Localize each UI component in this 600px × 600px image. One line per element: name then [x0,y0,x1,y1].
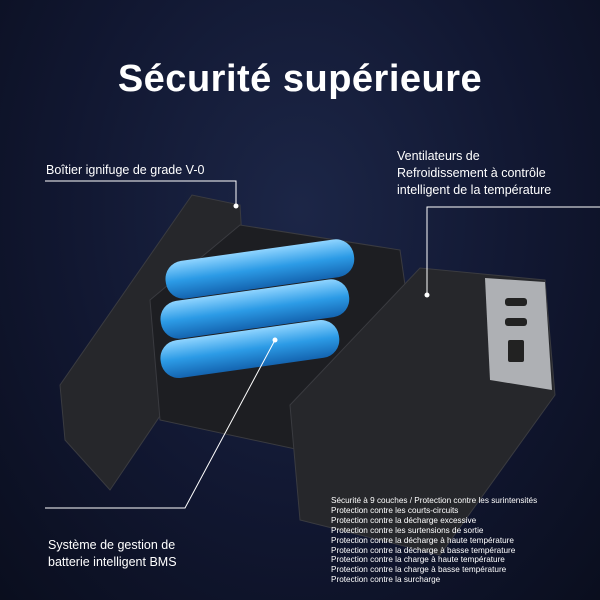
usb-a-port [508,340,524,362]
feature-item: Protection contre la charge à basse temp… [331,565,507,575]
feature-item: Protection contre les courts-circuits [331,505,459,515]
case-label: Boîtier ignifuge de grade V-0 [46,163,205,177]
leader-line [45,339,276,509]
feature-list: Sécurité à 9 couches / Protection contre… [331,496,537,585]
usb-c-port [505,298,527,306]
feature-item: Protection contre la décharge à basse te… [331,545,516,555]
feature-item: Sécurité à 9 couches / Protection contre… [331,496,538,505]
battery-cells [160,239,355,379]
fans-label-line: Refroidissement à contrôle [397,166,546,180]
feature-item: Protection contre la décharge excessive [331,515,477,525]
bms-label: Système de gestion de batterie intellige… [48,537,177,571]
feature-item: Protection contre les surtensions de sor… [331,525,484,535]
port-panel [485,278,552,390]
page-title: Sécurité supérieure [117,58,483,100]
bms-label-line: Système de gestion de [48,538,176,552]
feature-item: Protection contre la charge à haute temp… [331,555,505,565]
leader-line [426,206,600,295]
fans-label-line: Ventilateurs de [397,149,480,163]
feature-item: Protection contre la surcharge [331,575,441,585]
bms-label-line: batterie intelligent BMS [48,555,177,569]
feature-item: Protection contre la décharge à haute te… [331,535,514,545]
fans-label-line: intelligent de la température [397,183,552,197]
leader-line [45,180,237,206]
usb-c-port [505,318,527,326]
fans-label: Ventilateurs de Refroidissement à contrô… [397,148,551,199]
